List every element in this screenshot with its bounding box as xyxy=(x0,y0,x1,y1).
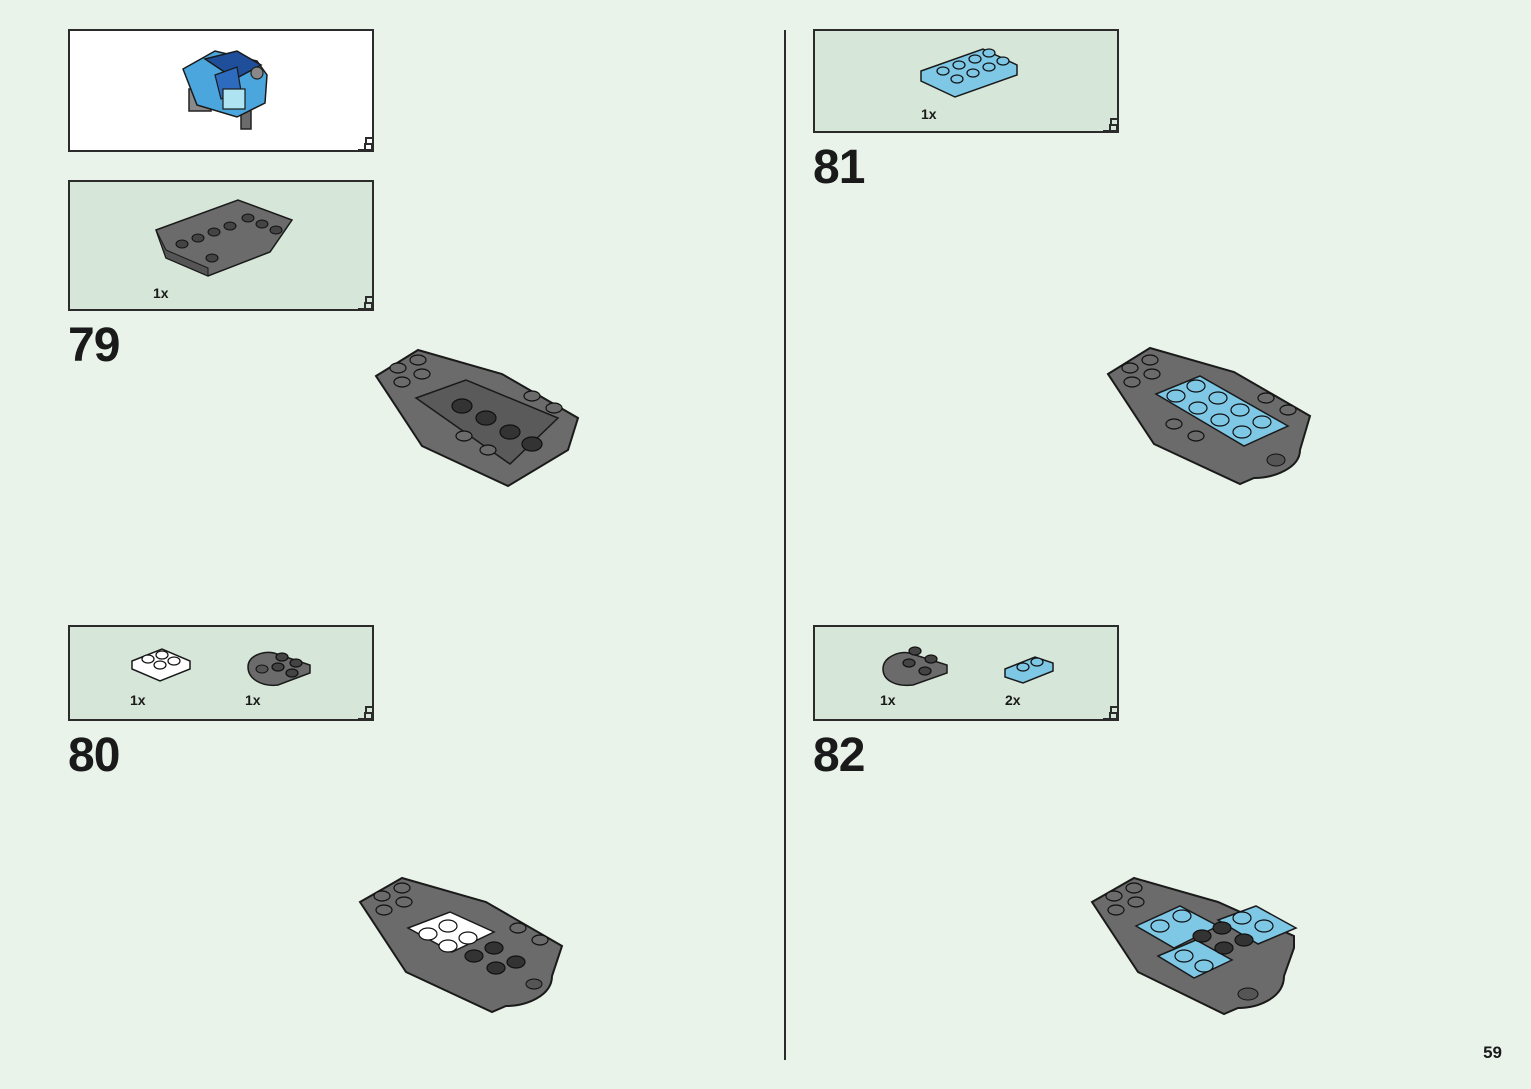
part-quantity: 1x xyxy=(880,692,896,708)
step-81-parts-callout: 1x xyxy=(813,29,1119,133)
page-number: 59 xyxy=(1483,1043,1502,1062)
step-number: 81 xyxy=(813,141,865,194)
step-number: 80 xyxy=(68,729,120,782)
step-82-build-illustration xyxy=(1090,876,1298,1016)
part-quantity: 1x xyxy=(130,692,146,708)
part-quantity: 1x xyxy=(921,106,937,122)
plate-2x2-white-icon xyxy=(131,648,191,682)
plate-2x4-medium-azure-icon xyxy=(920,48,1018,98)
corner-marker-icon xyxy=(358,706,374,720)
step-80-build-illustration xyxy=(358,876,564,1014)
step-number: 79 xyxy=(68,319,120,372)
page-divider xyxy=(784,30,786,1060)
step-80-parts-callout: 1x 1x xyxy=(68,625,374,721)
step-number: 82 xyxy=(813,729,865,782)
corner-marker-icon xyxy=(358,296,374,310)
corner-marker-icon xyxy=(358,137,374,151)
step-82-parts-callout: 1x 2x xyxy=(813,625,1119,721)
step-79-build-illustration xyxy=(374,348,580,488)
wedge-plate-dark-grey-icon xyxy=(155,199,294,277)
round-plate-dark-grey-icon xyxy=(882,646,948,687)
plate-1x2-medium-azure-icon xyxy=(1004,656,1054,684)
subassembly-preview-icon xyxy=(182,50,268,130)
step-81-build-illustration xyxy=(1106,346,1312,486)
step-79-parts-callout: 1x xyxy=(68,180,374,311)
round-plate-dark-grey-icon xyxy=(247,651,311,687)
part-quantity: 2x xyxy=(1005,692,1021,708)
part-quantity: 1x xyxy=(153,285,169,301)
corner-marker-icon xyxy=(1103,118,1119,132)
part-quantity: 1x xyxy=(245,692,261,708)
subassembly-box xyxy=(68,29,374,152)
corner-marker-icon xyxy=(1103,706,1119,720)
